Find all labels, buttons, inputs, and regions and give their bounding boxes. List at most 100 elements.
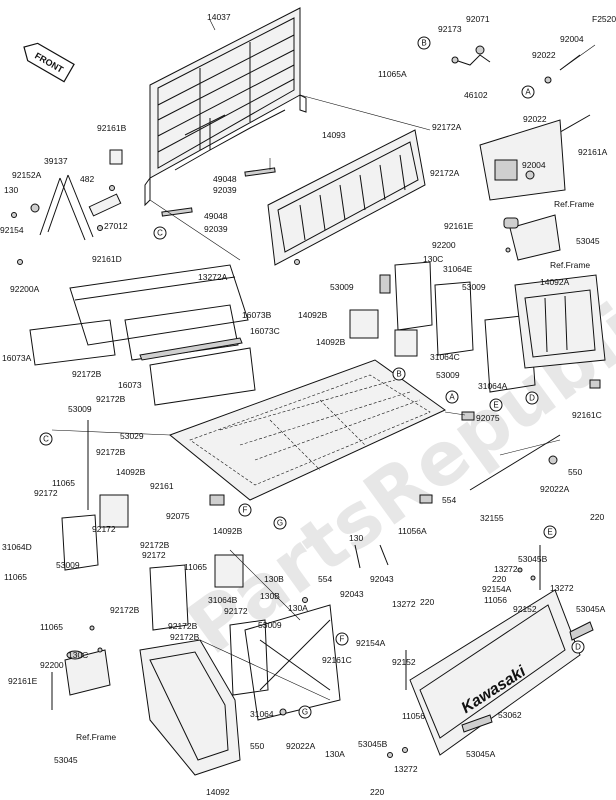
part-label: 11056 [484,595,507,605]
bumper-92075-right [461,411,475,421]
floor-panels-16073 [29,304,256,406]
part-label: 32155 [480,513,504,523]
mounting-bracket-39137 [11,149,123,265]
part-label: 31064C [430,352,460,362]
part-label: 92022 [523,114,547,124]
part-label: 27012 [104,221,128,231]
part-label: 92154A [482,584,512,594]
part-label: 92071 [466,14,490,24]
cap-14092b-mid [394,329,418,357]
part-label: 130B [260,591,280,601]
part-label: 53009 [68,404,92,414]
part-label: 39137 [44,156,68,166]
latch-assembly-53045 [51,649,111,710]
part-label: 11065 [4,572,27,582]
figure-code: F2520 [592,14,616,24]
part-label: 53009 [462,282,486,292]
part-label: 92172A [430,168,460,178]
svg-text:B: B [396,370,401,379]
part-label: 92043 [340,589,364,599]
part-label: 92172B [96,394,126,404]
callout-a-upper: A [521,85,535,99]
fasteners [89,494,541,758]
part-label: 92172B [96,447,126,457]
part-label: 53045 [576,236,600,246]
part-label: 482 [80,174,94,184]
svg-text:A: A [525,88,531,97]
part-labels: 14037 92173 92071 92004 92022 11065A 461… [0,12,608,797]
part-label: 14092B [116,467,146,477]
right-side-panel-14092a [514,274,606,389]
part-label: 53029 [120,431,144,441]
part-label: 14092B [213,526,243,536]
svg-text:D: D [575,643,581,652]
part-label: 53062 [498,710,522,720]
part-label: 92161 [150,481,174,491]
part-label: 11065A [378,69,407,79]
part-label: 220 [492,574,506,584]
part-label: 130B [264,574,284,584]
part-label: 13272A [198,272,228,282]
part-label: 92154 [0,225,24,235]
hinge-bracket-assembly [479,54,591,261]
part-label: 16073 [118,380,142,390]
part-label: 31064B [208,595,238,605]
part-label: 53009 [330,282,354,292]
cargo-bed-53029 [169,359,475,506]
part-label: 92172B [110,605,140,615]
bed-liner-13272a [69,264,249,346]
part-label: 92152 [513,604,537,614]
front-direction-icon: FRONT [23,42,75,83]
part-label: 16073C [250,326,280,336]
part-label: 130C [68,650,88,660]
latch-53045a [461,621,594,733]
cable-46102 [451,45,491,66]
part-label: 92039 [204,224,228,234]
part-label: 49048 [213,174,237,184]
part-label: 11056 [402,711,425,721]
part-label: 92200A [10,284,40,294]
callout-d-mid: D [525,391,539,405]
left-side-gate-frames [61,420,269,696]
cab-guard-rack [144,7,307,207]
leader-lines [51,19,596,701]
part-label: 550 [250,741,264,751]
part-label: 14092B [316,337,346,347]
svg-text:B: B [421,39,426,48]
cap-14092b-upper [349,309,379,339]
part-label: 92172B [72,369,102,379]
callout-d-lower: D [571,640,585,654]
part-label: 130 [4,185,18,195]
part-label: 92004 [560,34,584,44]
part-label: 53009 [258,620,282,630]
part-label: 92022A [286,741,316,751]
part-label: 92152A [12,170,42,180]
part-label: 14092 [206,787,230,797]
ref-frame-right: Ref.Frame [550,260,590,270]
part-label: 11065 [184,562,207,572]
part-label: 92075 [166,511,190,521]
part-label: 130A [288,603,308,613]
cross-bars-49048 [161,158,276,217]
part-label: 130C [423,254,443,264]
callout-b-mid: B [392,367,406,381]
part-label: 554 [442,495,456,505]
rod-32155 [469,434,561,491]
right-side-gate-frames [349,261,536,393]
part-label: 31064E [443,264,473,274]
ref-frame-lower: Ref.Frame [76,732,116,742]
part-label: 92172B [168,621,198,631]
part-label: 220 [590,512,604,522]
part-label: 554 [318,574,332,584]
part-label: 92161E [444,221,474,231]
ref-frame-upper: Ref.Frame [554,199,594,209]
clip-92161c [589,379,601,389]
callout-g-lower: G [298,705,312,719]
callout-g-mid: G [273,516,287,530]
svg-text:G: G [302,708,308,717]
callout-c-left: C [39,432,53,446]
part-label: 14092A [540,277,570,287]
part-label: 92172 [92,524,116,534]
part-label: 92200 [40,660,64,670]
part-label: 92039 [213,185,237,195]
